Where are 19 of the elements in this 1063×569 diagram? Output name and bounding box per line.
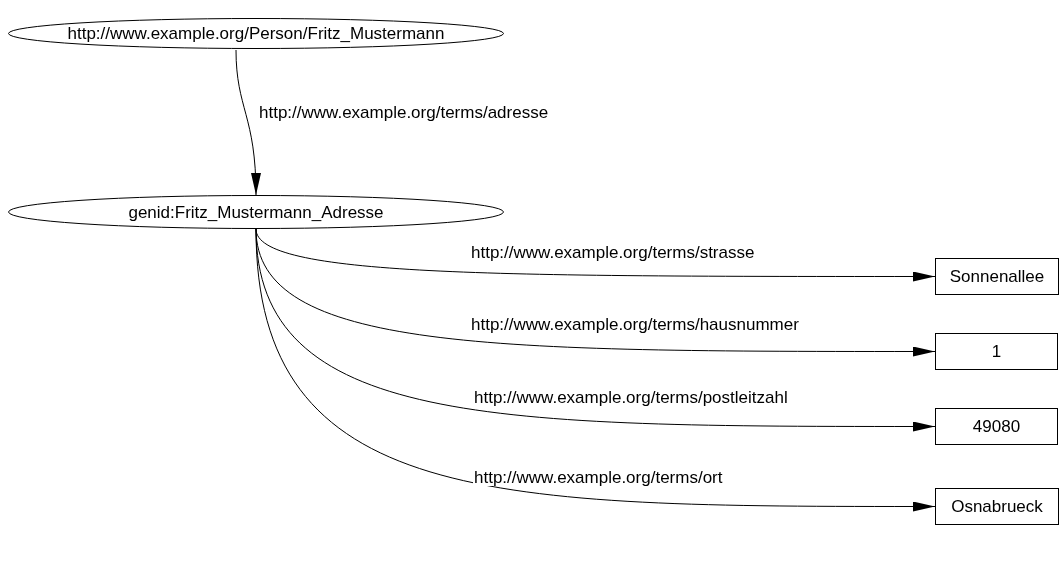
edge-label: http://www.example.org/terms/hausnummer [470, 316, 800, 333]
edge-label: http://www.example.org/terms/adresse [258, 104, 550, 121]
literal-box [935, 333, 1058, 370]
edge-label: http://www.example.org/terms/ort [473, 469, 724, 486]
arrow [235, 49, 261, 196]
edge-label: http://www.example.org/terms/strasse [470, 244, 756, 261]
ellipse-node [8, 18, 504, 49]
node-label: 49080 [972, 418, 1021, 435]
node-label: Osnabrueck [951, 498, 1043, 515]
node-label: http://www.example.org/Person/Fritz_Mustermann [67, 25, 445, 42]
literal-box [935, 408, 1058, 445]
ellipse-node [8, 195, 504, 229]
node-label: 1 [991, 343, 1002, 360]
literal-box [935, 488, 1059, 525]
node-label: genid:Fritz_Mustermann_Adresse [128, 203, 384, 221]
literal-box [935, 258, 1059, 295]
arrow [255, 228, 936, 512]
edge-label: http://www.example.org/terms/postleitzahl [473, 389, 789, 406]
node-label: Sonnenallee [949, 268, 1045, 285]
